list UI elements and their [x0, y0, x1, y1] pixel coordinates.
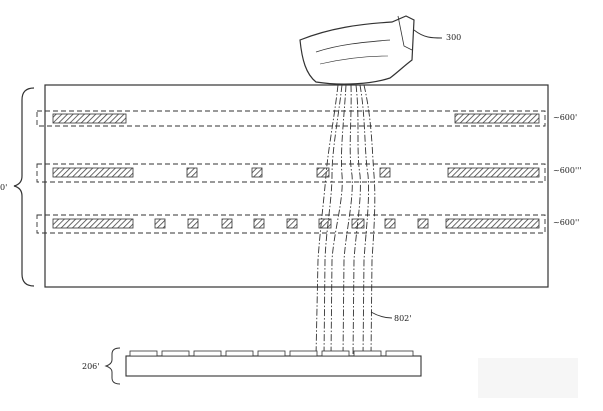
hatched-square [286, 218, 298, 229]
sensor-array [125, 350, 422, 377]
hatched-strip [52, 113, 127, 124]
hatched-square [253, 218, 265, 229]
hatched-square [379, 167, 391, 178]
light-ref-label: 802' [394, 314, 411, 323]
sensor-pixel [193, 350, 222, 357]
hatched-square [154, 218, 166, 229]
finger [299, 15, 415, 85]
layer-600-top [36, 110, 546, 127]
hatched-strip [52, 218, 134, 229]
sensor-pixel [225, 350, 254, 357]
layer-mid-label: ~600''' [553, 166, 582, 175]
hatched-square [318, 218, 332, 229]
hatched-square [251, 167, 263, 178]
sensor-pixel [353, 350, 382, 357]
hatched-square [186, 167, 198, 178]
sensor-pixel [129, 350, 158, 357]
sensor-pixel [385, 350, 414, 357]
hatched-strip [454, 113, 540, 124]
sensor-pixel [257, 350, 286, 357]
light-leader [370, 311, 393, 319]
hatched-square [384, 218, 396, 229]
hatched-square [187, 218, 199, 229]
hatched-strip [52, 167, 134, 178]
hatched-strip [447, 167, 540, 178]
stack-brace [13, 87, 35, 287]
sensor-ref-label: 206' [82, 362, 99, 371]
layer-bottom-label: ~600'' [553, 218, 579, 227]
sensor-brace [104, 347, 121, 385]
sensor-pixel [321, 350, 350, 357]
layer-600-mid [36, 163, 546, 183]
sensor-pixel [161, 350, 190, 357]
hatched-square [417, 218, 429, 229]
finger-leader [413, 29, 443, 39]
watermark-blur [478, 358, 578, 398]
hatched-square [221, 218, 233, 229]
sensor-pixel [289, 350, 318, 357]
light-paths [315, 84, 376, 357]
layer-top-label: ~600' [553, 113, 577, 122]
stack-ref-label: 0' [0, 183, 7, 192]
hatched-strip [445, 218, 540, 229]
hatched-square [316, 167, 330, 178]
finger-ref-label: 300 [446, 33, 461, 42]
